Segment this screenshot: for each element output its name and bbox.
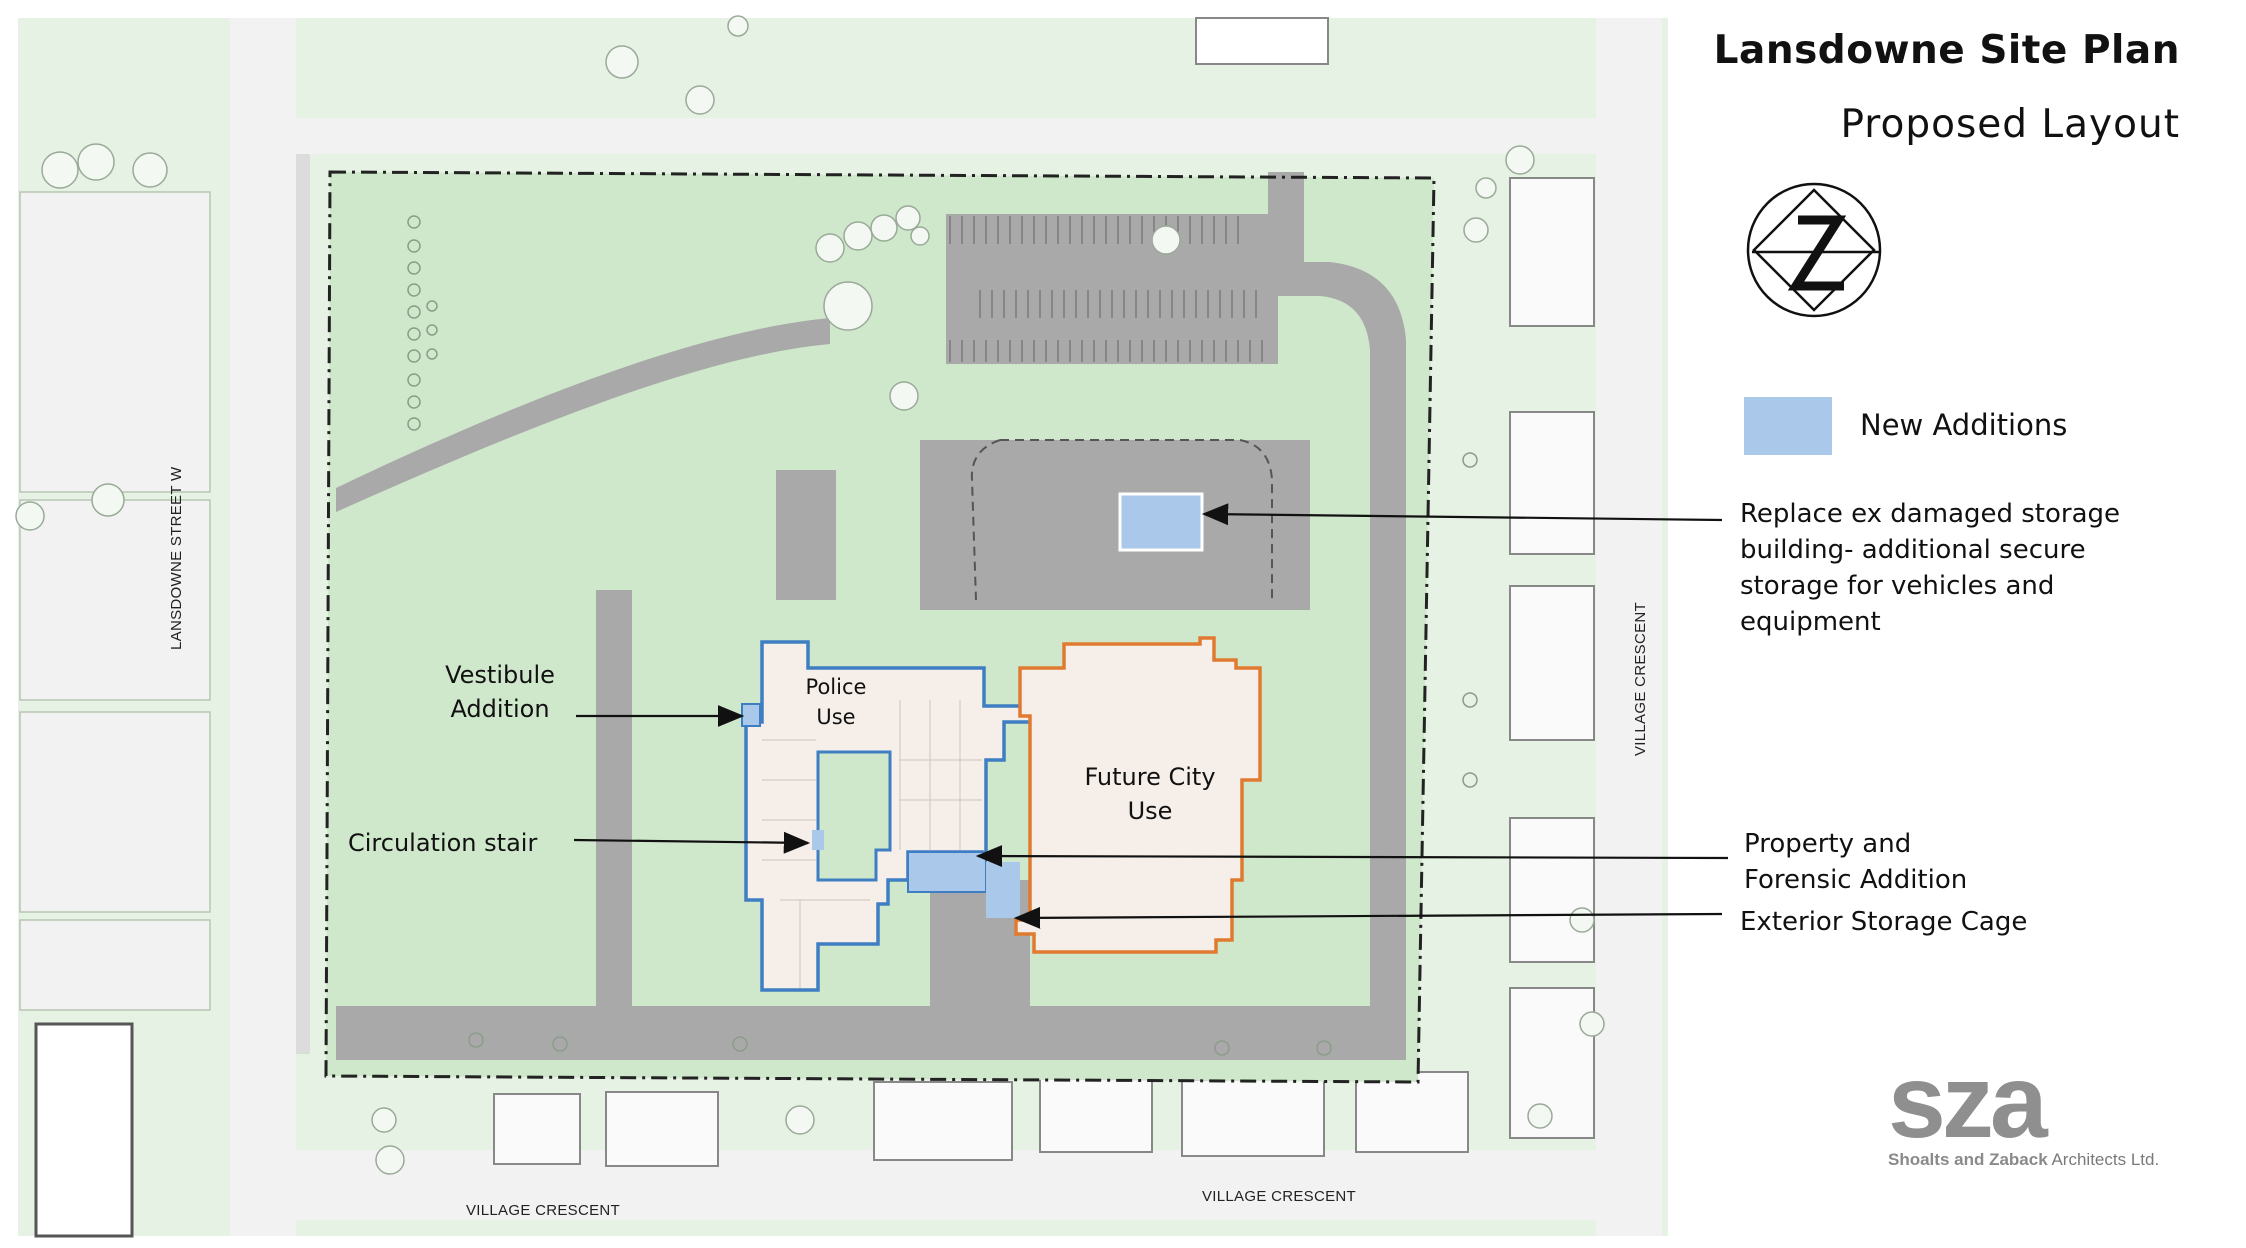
vestibule-label-line: Vestibule: [445, 661, 555, 689]
storage-note-line: building- additional secure: [1740, 535, 2086, 565]
sidewalk-west: [296, 154, 310, 1054]
street-label-east: VILLAGE CRESCENT: [1632, 601, 1649, 756]
firm-name-bold: Shoalts and Zaback: [1888, 1150, 2048, 1169]
site-roads: [336, 172, 1406, 1060]
future-city-building: [1014, 636, 1262, 954]
police-label: Police Use: [786, 672, 886, 732]
drive-loop: [970, 439, 1273, 601]
arrow-storage: [1201, 503, 1723, 526]
firm-name: Shoalts and Zaback Architects Ltd.: [1888, 1150, 2159, 1170]
future-city-label-line: Future City: [1084, 763, 1216, 791]
street-south: [230, 1150, 1662, 1220]
property-note: Property and Forensic Addition: [1744, 826, 1967, 898]
page-subtitle: Proposed Layout: [1840, 102, 2180, 147]
police-label-line: Use: [816, 705, 856, 729]
vestibule-addition: [741, 703, 761, 727]
west-building: [34, 1022, 134, 1238]
north-building: [1195, 17, 1329, 65]
cage-note: Exterior Storage Cage: [1740, 907, 2028, 937]
storage-note: Replace ex damaged storage building- add…: [1740, 496, 2120, 640]
page-title: Lansdowne Site Plan: [1713, 28, 2180, 73]
site-boundary: [324, 170, 1436, 1084]
legend-label: New Additions: [1860, 408, 2068, 442]
west-lots: [19, 191, 211, 1011]
arrow-cage: [1013, 906, 1723, 929]
police-label-line: Police: [805, 675, 867, 699]
street-label-south-right: VILLAGE CRESCENT: [1202, 1188, 1357, 1205]
exterior-storage-cage: [986, 862, 1020, 918]
east-houses: [1509, 177, 1595, 1139]
leader-arrows: [573, 503, 1729, 929]
street-west: [230, 18, 296, 1236]
small-trees: [407, 215, 1478, 1056]
storage-addition: [1118, 492, 1204, 552]
storage-note-line: storage for vehicles and: [1740, 571, 2055, 601]
street-north: [296, 118, 1596, 154]
property-note-line: Forensic Addition: [1744, 865, 1968, 895]
street-east: [1596, 18, 1662, 1236]
legend-swatch: [1744, 397, 1832, 455]
arrow-circulation: [573, 831, 811, 854]
firm-logo: sza: [1888, 1044, 2048, 1160]
firm-name-rest: Architects Ltd.: [2047, 1150, 2160, 1169]
street-label-south-left: VILLAGE CRESCENT: [466, 1202, 621, 1219]
police-courtyard: [816, 750, 892, 882]
circulation-stair-addition: [812, 830, 824, 850]
south-houses: [493, 1071, 1469, 1167]
property-forensic-addition: [907, 851, 987, 893]
storage-note-line: Replace ex damaged storage: [1740, 499, 2121, 529]
storage-note-line: equipment: [1740, 607, 1881, 637]
property-note-line: Property and: [1744, 829, 1912, 859]
parking-stalls: [949, 216, 1263, 362]
police-rooms: [762, 700, 982, 988]
north-arrow-icon: [1746, 182, 1882, 318]
arrow-property: [975, 845, 1729, 868]
future-city-label: Future City Use: [1070, 760, 1230, 828]
vestibule-label-line: Addition: [450, 695, 550, 723]
trees: [15, 15, 1605, 1175]
street-label-west: LANSDOWNE STREET W: [168, 466, 185, 650]
circulation-label: Circulation stair: [348, 829, 538, 857]
future-city-label-line: Use: [1127, 797, 1173, 825]
vestibule-label: Vestibule Addition: [420, 658, 580, 726]
